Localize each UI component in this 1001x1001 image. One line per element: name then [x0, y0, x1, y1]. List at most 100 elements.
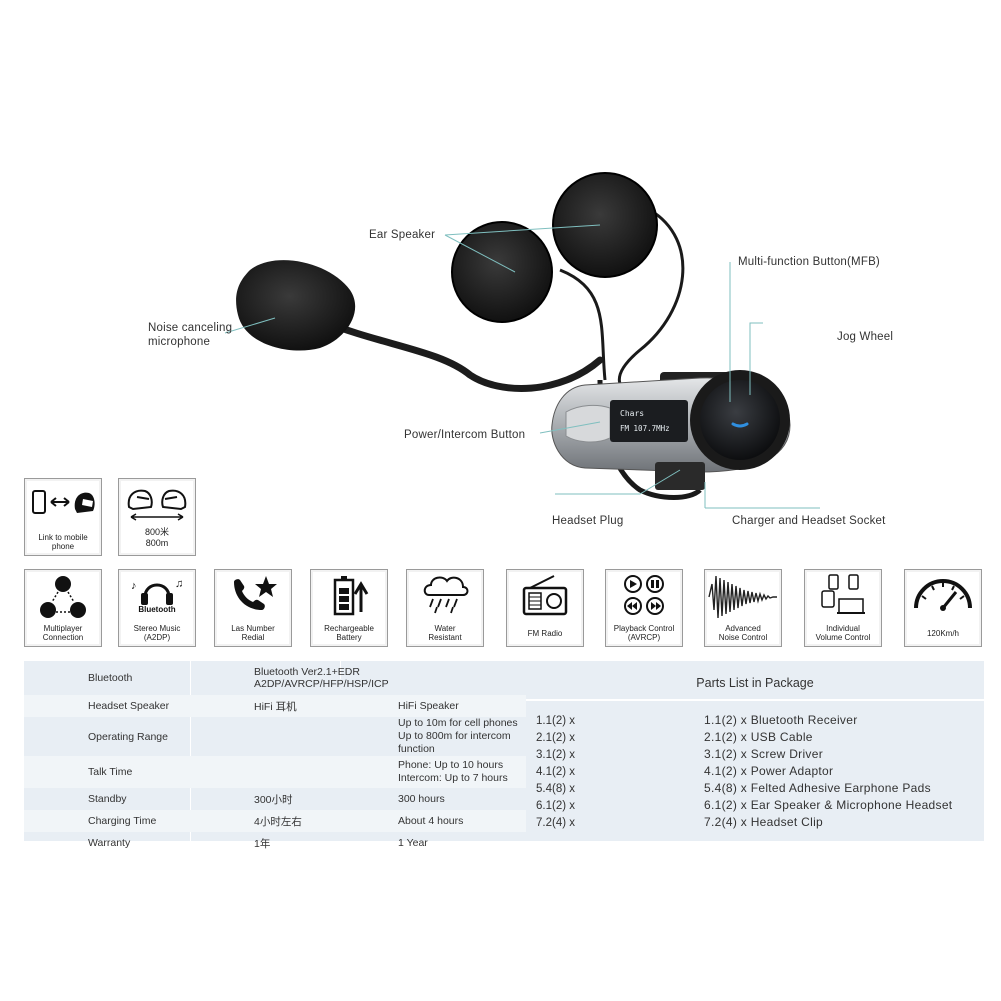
spec-value: Phone: Up to 10 hours Intercom: Up to 7 … [398, 759, 508, 784]
spec-table-divider [190, 661, 191, 841]
ear-speaker-right [553, 173, 657, 277]
spec-value: HiFi Speaker [398, 700, 459, 712]
list-item: 4.1(2) x Power Adaptor [704, 764, 834, 778]
parts-title: Parts List in Package [696, 676, 814, 690]
label-power-intercom: Power/Intercom Button [404, 429, 526, 441]
label-headset-plug: Headset Plug [552, 515, 624, 527]
phone-helmet-icon [32, 490, 95, 514]
spec-value-cn: HiFi 耳机 [254, 700, 297, 713]
helmet-range-icon [127, 489, 187, 521]
spec-name: Charging Time [88, 815, 157, 827]
spec-name: Talk Time [88, 766, 133, 778]
feature-multiplayer-label: Multiplayer Connection [42, 624, 84, 642]
product-illustration: Chars FM 107.7MHz [224, 172, 820, 509]
multiplayer-icon [40, 576, 86, 618]
feature-speed: 120Km/h [904, 569, 982, 647]
radio-icon [522, 575, 568, 616]
list-item: 6.1(2) x [536, 800, 575, 812]
headphones-icon: ♪♫ [131, 578, 183, 605]
spec-value: 1 Year [398, 837, 428, 849]
screen-line2: FM 107.7MHz [620, 424, 670, 433]
label-noise-mic-text: Noise canceling microphone [148, 322, 233, 348]
feature-volume: Individual Volume Control [804, 569, 882, 647]
device-screen [610, 400, 688, 442]
list-item: 3.1(2) x Screw Driver [704, 747, 823, 761]
spec-value-cn: 300小时 [254, 793, 293, 806]
list-item: 6.1(2) x Ear Speaker & Microphone Headse… [704, 798, 953, 812]
feature-fm-radio-label: FM Radio [527, 628, 563, 638]
spec-name: Operating Range [88, 730, 168, 743]
screen-line1: Chars [620, 409, 644, 418]
rain-cloud-icon [423, 576, 469, 614]
parts-divider [526, 699, 984, 701]
table-row: Talk Time Phone: Up to 10 hours Intercom… [24, 756, 526, 788]
svg-text:♪: ♪ [131, 580, 137, 592]
bluetooth-badge: Bluetooth [138, 605, 176, 614]
parts-codes: 1.1(2) x 2.1(2) x 3.1(2) x 4.1(2) x 5.4(… [536, 713, 575, 832]
table-row: Warranty 1年 1 Year [24, 832, 526, 854]
ear-speaker-left [452, 222, 552, 322]
table-row: Operating Range Up to 10m for cell phone… [24, 717, 526, 756]
label-mfb: Multi-function Button(MFB) [738, 256, 880, 268]
feature-range: 800米 800m [118, 478, 196, 556]
feature-link-phone: Link to mobile phone [24, 478, 102, 556]
feature-battery-label: Rechargeable Battery [324, 624, 374, 642]
battery-icon [333, 576, 369, 616]
parts-list: Parts List in Package 1.1(2) x 2.1(2) x … [526, 661, 984, 841]
table-row: Headset Speaker HiFi 耳机 HiFi Speaker [24, 695, 526, 717]
spec-value-cn [248, 756, 392, 788]
feature-range-label-cn: 800米 [144, 527, 170, 537]
spec-name: Standby [88, 793, 127, 805]
list-item: 1.1(2) x Bluetooth Receiver [704, 713, 858, 727]
spec-value: Bluetooth Ver2.1+EDR A2DP/AVRCP/HFP/HSP/… [254, 666, 389, 690]
spec-value: 300 hours [398, 793, 445, 805]
speedometer-icon [914, 579, 972, 611]
volume-devices-icon [821, 574, 865, 614]
spec-value-cn [248, 717, 392, 756]
feature-multiplayer: Multiplayer Connection [24, 569, 102, 647]
list-item: 2.1(2) x USB Cable [704, 730, 813, 744]
feature-noise-control-label: Advanced Noise Control [718, 624, 768, 642]
callout-lines [224, 224, 820, 509]
spec-value-cn: 1年 [254, 837, 271, 850]
spec-table: Bluetooth Bluetooth Ver2.1+EDR A2DP/AVRC… [24, 661, 526, 854]
playback-icon [624, 575, 664, 615]
list-item: 1.1(2) x [536, 715, 575, 727]
feature-water: Water Resistant [406, 569, 484, 647]
feature-redial-label: Las Number Redial [231, 624, 275, 642]
list-item: 7.2(4) x [536, 817, 575, 829]
feature-battery: Rechargeable Battery [310, 569, 388, 647]
feature-stereo-music: ♪♫ Bluetooth Stereo Music (A2DP) [118, 569, 196, 647]
spec-name: Bluetooth [88, 672, 133, 684]
feature-stereo-music-label: Stereo Music (A2DP) [133, 624, 181, 642]
feature-fm-radio: FM Radio [506, 569, 584, 647]
table-row: Charging Time 4小时左右 About 4 hours [24, 810, 526, 832]
feature-noise-control: Advanced Noise Control [704, 569, 782, 647]
feature-speed-label: 120Km/h [926, 628, 960, 638]
spec-value-cn: 4小时左右 [254, 815, 302, 828]
spec-value: Up to 10m for cell phones Up to 800m for… [398, 717, 518, 755]
bluetooth-device [551, 370, 791, 490]
table-row: Standby 300小时 300 hours [24, 788, 526, 810]
list-item: 7.2(4) x Headset Clip [704, 815, 824, 829]
label-noise-mic: Noise canceling microphone [148, 321, 232, 349]
spec-name: Warranty [88, 837, 131, 849]
spec-table-bg [24, 661, 526, 841]
cable [559, 268, 607, 381]
feature-volume-label: Individual Volume Control [815, 624, 871, 642]
feature-range-label: 800m [145, 538, 169, 548]
parts-items: 1.1(2) x Bluetooth Receiver 2.1(2) x USB… [704, 712, 952, 831]
feature-link-phone-label: Link to mobile phone [38, 533, 88, 551]
feature-redial: Las Number Redial [214, 569, 292, 647]
phone-star-icon [234, 576, 277, 610]
label-charger-socket: Charger and Headset Socket [732, 515, 886, 527]
table-row: Bluetooth Bluetooth Ver2.1+EDR A2DP/AVRC… [24, 661, 526, 695]
list-item: 5.4(8) x Felted Adhesive Earphone Pads [704, 781, 931, 795]
list-item: 3.1(2) x [536, 749, 575, 761]
spec-name: Headset Speaker [88, 700, 170, 712]
feature-water-label: Water Resistant [428, 624, 462, 642]
list-item: 2.1(2) x [536, 732, 575, 744]
multi-function-button [700, 380, 780, 460]
list-item: 4.1(2) x [536, 766, 575, 778]
label-jog-wheel: Jog Wheel [837, 331, 894, 343]
